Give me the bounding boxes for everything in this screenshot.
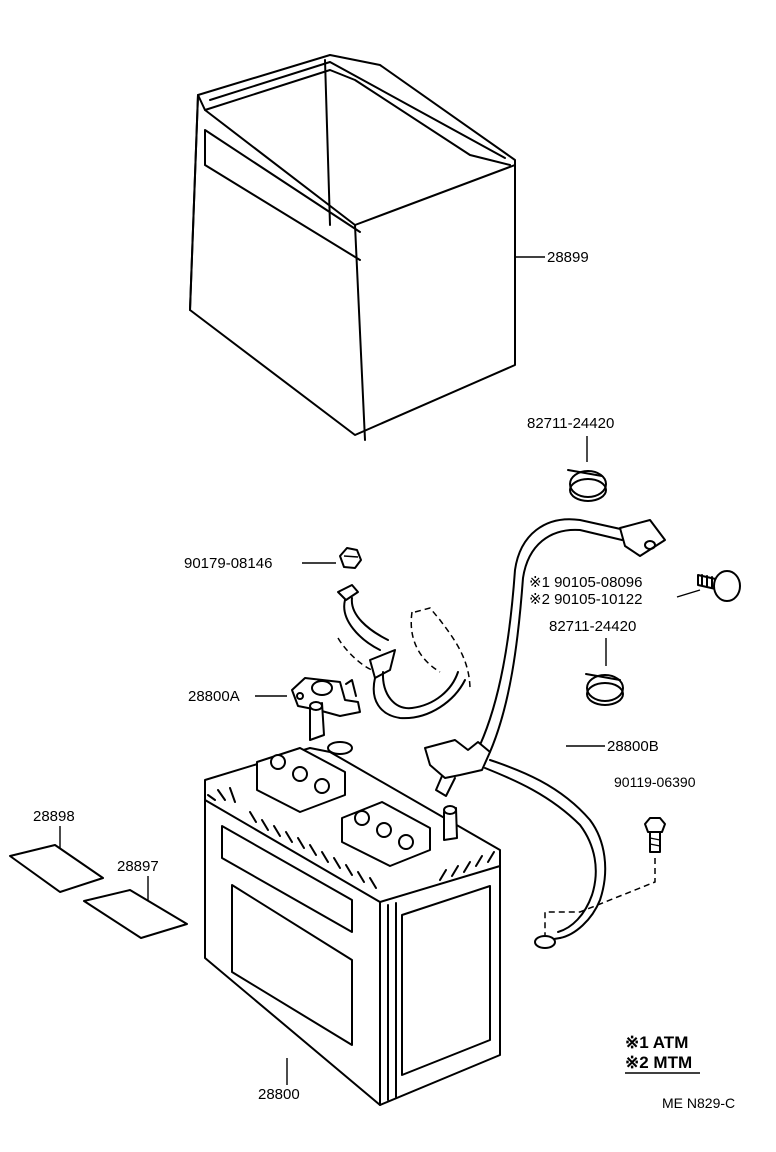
legend-mtm: ※2 MTM [625,1053,692,1072]
nut-part-number: 90179-08146 [184,555,272,572]
bolt-atm-part-number: ※1 90105-08096 [529,574,643,591]
terminal-part-number: 28800A [188,688,240,705]
battery-case-part-number: 28899 [547,249,589,266]
label-2-sticker [83,889,188,939]
battery-part-number: 28800 [258,1086,300,1103]
label-2-part-number: 28897 [117,858,159,875]
positive-cable-drawing [337,584,471,720]
label-1-sticker [9,844,104,893]
bolt-leader [676,589,701,598]
hold-down-clamp-part-number: 82711-24420 [527,415,614,432]
negative-cable-drawing [424,518,666,949]
battery-case-drawing [189,54,516,441]
label-1-part-number: 28898 [33,808,75,825]
bolt-drawing [697,570,741,602]
diagram-code: ME N829-C [662,1095,735,1111]
ground-bolt-dashed-path [544,858,656,935]
clamp-lower-drawing [585,673,624,706]
bolt-mtm-part-number: ※2 90105-10122 [529,591,643,608]
ground-bolt-part-number: 90119-06390 [614,774,696,790]
battery-drawing [204,701,501,1106]
legend-atm: ※1 ATM [625,1033,688,1052]
nut-drawing [339,547,362,569]
terminal-drawing [291,677,361,717]
hold-down-clamp-drawing [567,469,607,502]
negative-cable-part-number: 28800B [607,738,659,755]
clamp-lower-part-number: 82711-24420 [549,618,636,635]
ground-bolt-drawing [644,817,666,853]
